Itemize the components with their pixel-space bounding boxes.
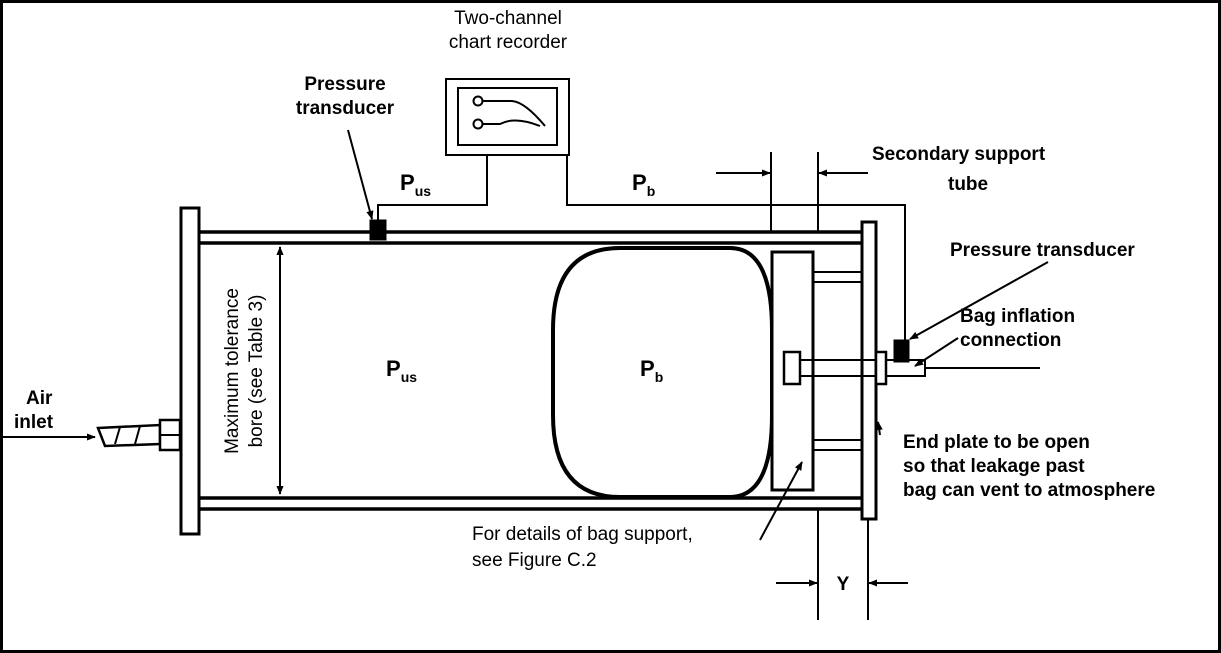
pressure-transducer-top-label-line1: Pressure (304, 74, 385, 95)
pus-top-label: Pus (400, 170, 431, 199)
pus-chamber-label: Pus (386, 356, 417, 385)
bag-inflation-label-line1: Bag inflation (960, 306, 1075, 327)
bag-inflation-label-line2: connection (960, 330, 1061, 351)
air-inlet-label-line1: Air (26, 388, 53, 409)
recorder-label-line2: chart recorder (449, 32, 568, 53)
recorder-label-line1: Two-channel (454, 8, 562, 29)
pressure-transducer-top (369, 219, 387, 241)
bore-label-line1: Maximum tolerance (222, 288, 243, 454)
end-plate-label-line3: bag can vent to atmosphere (903, 480, 1155, 501)
bag-support-label-line2: see Figure C.2 (472, 550, 597, 571)
secondary-support-dimension (716, 152, 868, 232)
pb-line (566, 155, 906, 340)
left-end-plate (179, 206, 201, 536)
bag-support-plate (770, 250, 815, 492)
pb-top-label: Pb (632, 170, 655, 199)
end-plate-label-line1: End plate to be open (903, 432, 1090, 453)
right-end-plate (860, 220, 878, 521)
pressure-transducer-top-label-line2: transducer (296, 98, 395, 119)
bore-label-line2: bore (see Table 3) (246, 295, 267, 448)
pb-bag-label: Pb (640, 356, 663, 385)
y-dimension-label: Y (837, 574, 850, 595)
bag-support-label-line1: For details of bag support, (472, 524, 693, 545)
secondary-support-label-line1: Secondary support (872, 144, 1046, 165)
chart-recorder (445, 78, 570, 156)
pressure-transducer-right-label: Pressure transducer (950, 240, 1135, 261)
bag (551, 246, 774, 499)
pressure-transducer-right (893, 339, 910, 363)
end-plate-label-line2: so that leakage past (903, 456, 1085, 477)
secondary-support-tube (813, 271, 862, 451)
air-inlet-fitting (96, 418, 182, 452)
y-dimension (776, 509, 908, 620)
secondary-support-label-line2: tube (948, 174, 988, 195)
pus-line (377, 155, 488, 220)
air-inlet-label-line2: inlet (14, 412, 54, 433)
